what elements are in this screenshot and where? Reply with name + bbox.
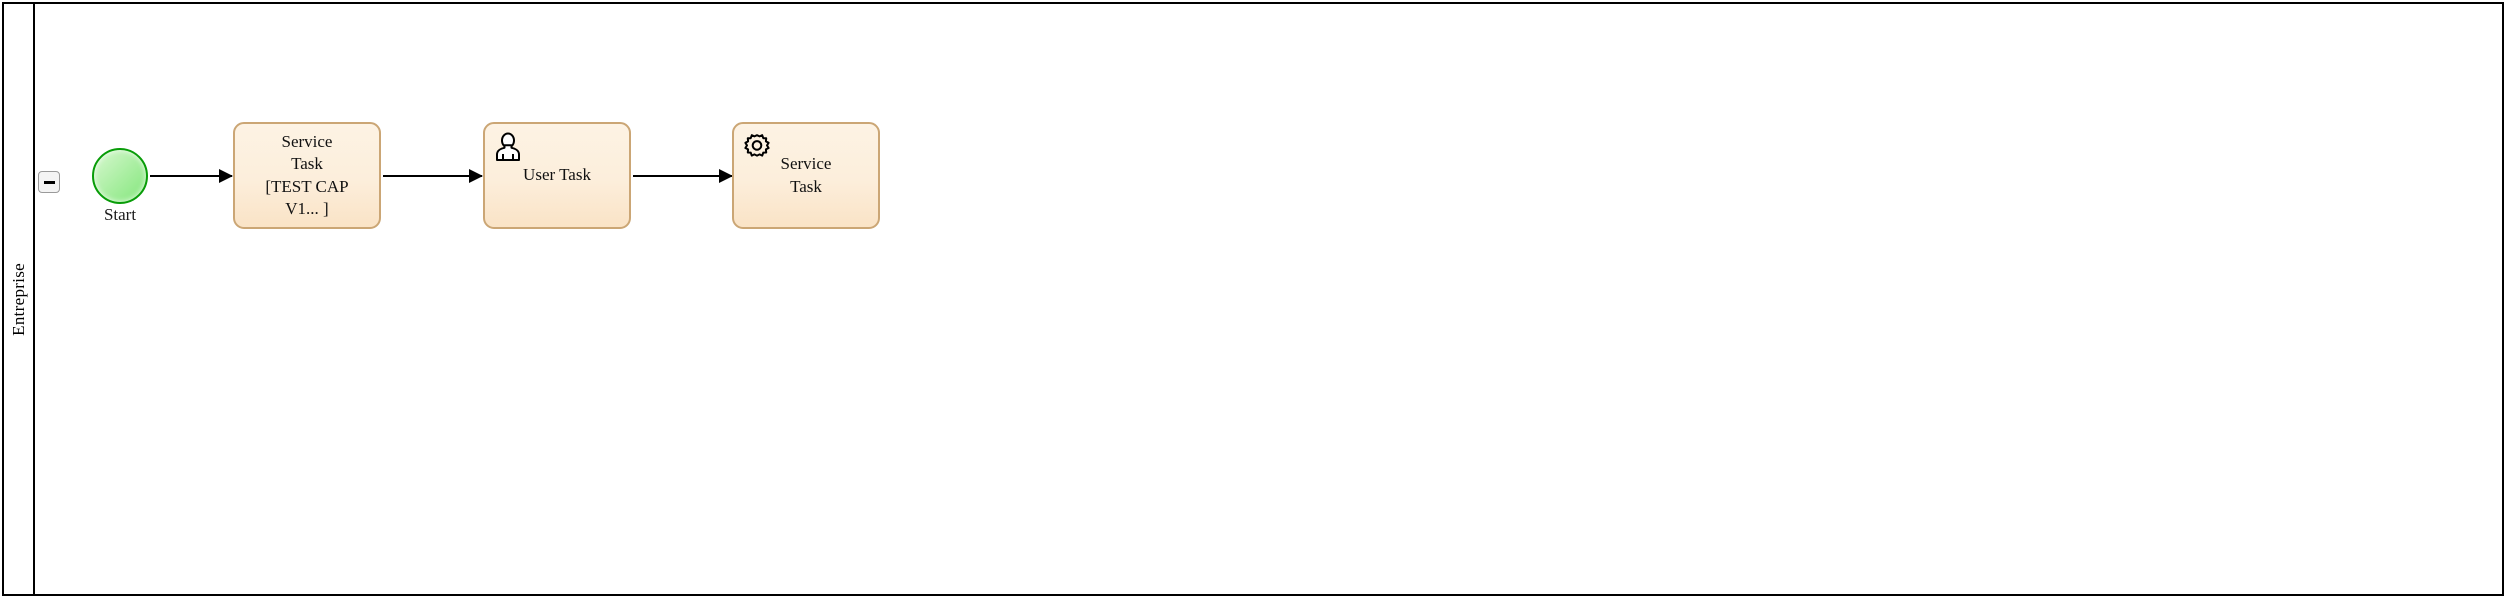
task-service-task-2-label: Service Task: [780, 154, 832, 196]
sequence-flow-2[interactable]: [383, 169, 483, 183]
sequence-flow-3[interactable]: [633, 169, 733, 183]
arrowhead-icon: [719, 169, 733, 183]
gear-icon: [742, 131, 772, 161]
arrowhead-icon: [469, 169, 483, 183]
task-service-task-1-label: Service Task [TEST CAP V1... ]: [265, 131, 349, 218]
start-event-label: Start: [103, 205, 137, 224]
lane-header: Entreprise: [4, 4, 35, 594]
lane-title: Entreprise: [8, 262, 28, 336]
sequence-flow-1[interactable]: [150, 169, 233, 183]
start-event[interactable]: [92, 148, 148, 204]
task-service-task-1[interactable]: Service Task [TEST CAP V1... ]: [233, 122, 381, 229]
minus-icon: [43, 180, 55, 184]
lane-body: [37, 4, 2502, 594]
task-user-task-1[interactable]: User Task: [483, 122, 631, 229]
collapse-toggle-button[interactable]: [38, 171, 60, 193]
task-service-task-2[interactable]: Service Task: [732, 122, 880, 229]
arrowhead-icon: [219, 169, 233, 183]
task-user-task-1-label: User Task: [523, 165, 591, 185]
user-icon: [493, 131, 523, 161]
